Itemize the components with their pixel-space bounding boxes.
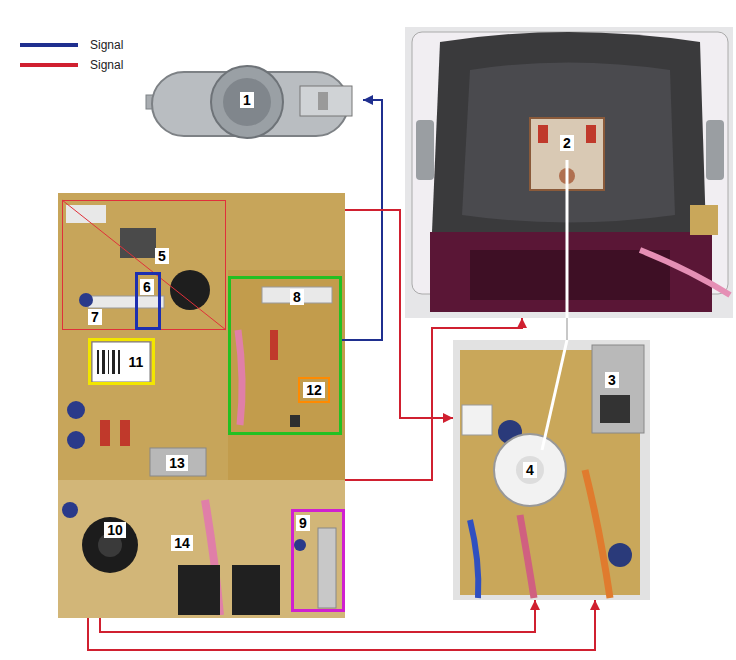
crt-photo <box>405 27 733 318</box>
highlight-box: 12 8 <box>228 276 342 435</box>
crt-board-box: 34 <box>453 340 650 600</box>
callout-number: 11 <box>126 354 147 370</box>
callout-number: 13 <box>166 455 188 471</box>
highlight-box: 6 <box>135 272 161 330</box>
signal-wire <box>345 318 522 480</box>
callout-number: 3 <box>605 372 619 388</box>
callout-number: 10 <box>104 522 126 538</box>
crt-board-photo <box>453 340 650 600</box>
signal-wire <box>345 210 453 418</box>
callout-number: 7 <box>88 309 102 325</box>
power-region-box: 5 <box>62 200 226 330</box>
signal-wire <box>342 100 382 340</box>
callout-number: 6 <box>140 279 154 295</box>
main-board-box: 56 11 12 8 9 7 10 13 14 <box>58 193 345 618</box>
legend-line-sample <box>20 63 78 67</box>
highlight-box: 11 <box>88 338 155 385</box>
callout-number: 9 <box>296 515 310 531</box>
highlight-box: 9 <box>291 509 345 612</box>
callout-number: 2 <box>560 135 574 151</box>
speaker-photo-box: 1 <box>148 63 363 143</box>
callout-number: 4 <box>523 462 537 478</box>
legend-line-sample <box>20 43 78 47</box>
callout-number: 1 <box>240 92 254 108</box>
callout-number: 8 <box>290 289 304 305</box>
crt-photo-box: 2 <box>405 27 733 318</box>
main-board-photo <box>58 193 345 618</box>
signal-wire <box>566 318 568 340</box>
signal-wire <box>100 600 535 632</box>
signal-wire <box>88 600 595 650</box>
highlight-box: 12 <box>298 377 330 403</box>
legend-item: Signal <box>20 57 123 73</box>
legend-text: Signal <box>90 37 123 53</box>
speaker-photo <box>146 66 352 138</box>
legend-item: Signal <box>20 37 123 53</box>
callout-number: 12 <box>303 382 325 398</box>
callout-number: 14 <box>171 535 193 551</box>
callout-number: 5 <box>155 248 169 264</box>
legend-text: Signal <box>90 57 123 73</box>
